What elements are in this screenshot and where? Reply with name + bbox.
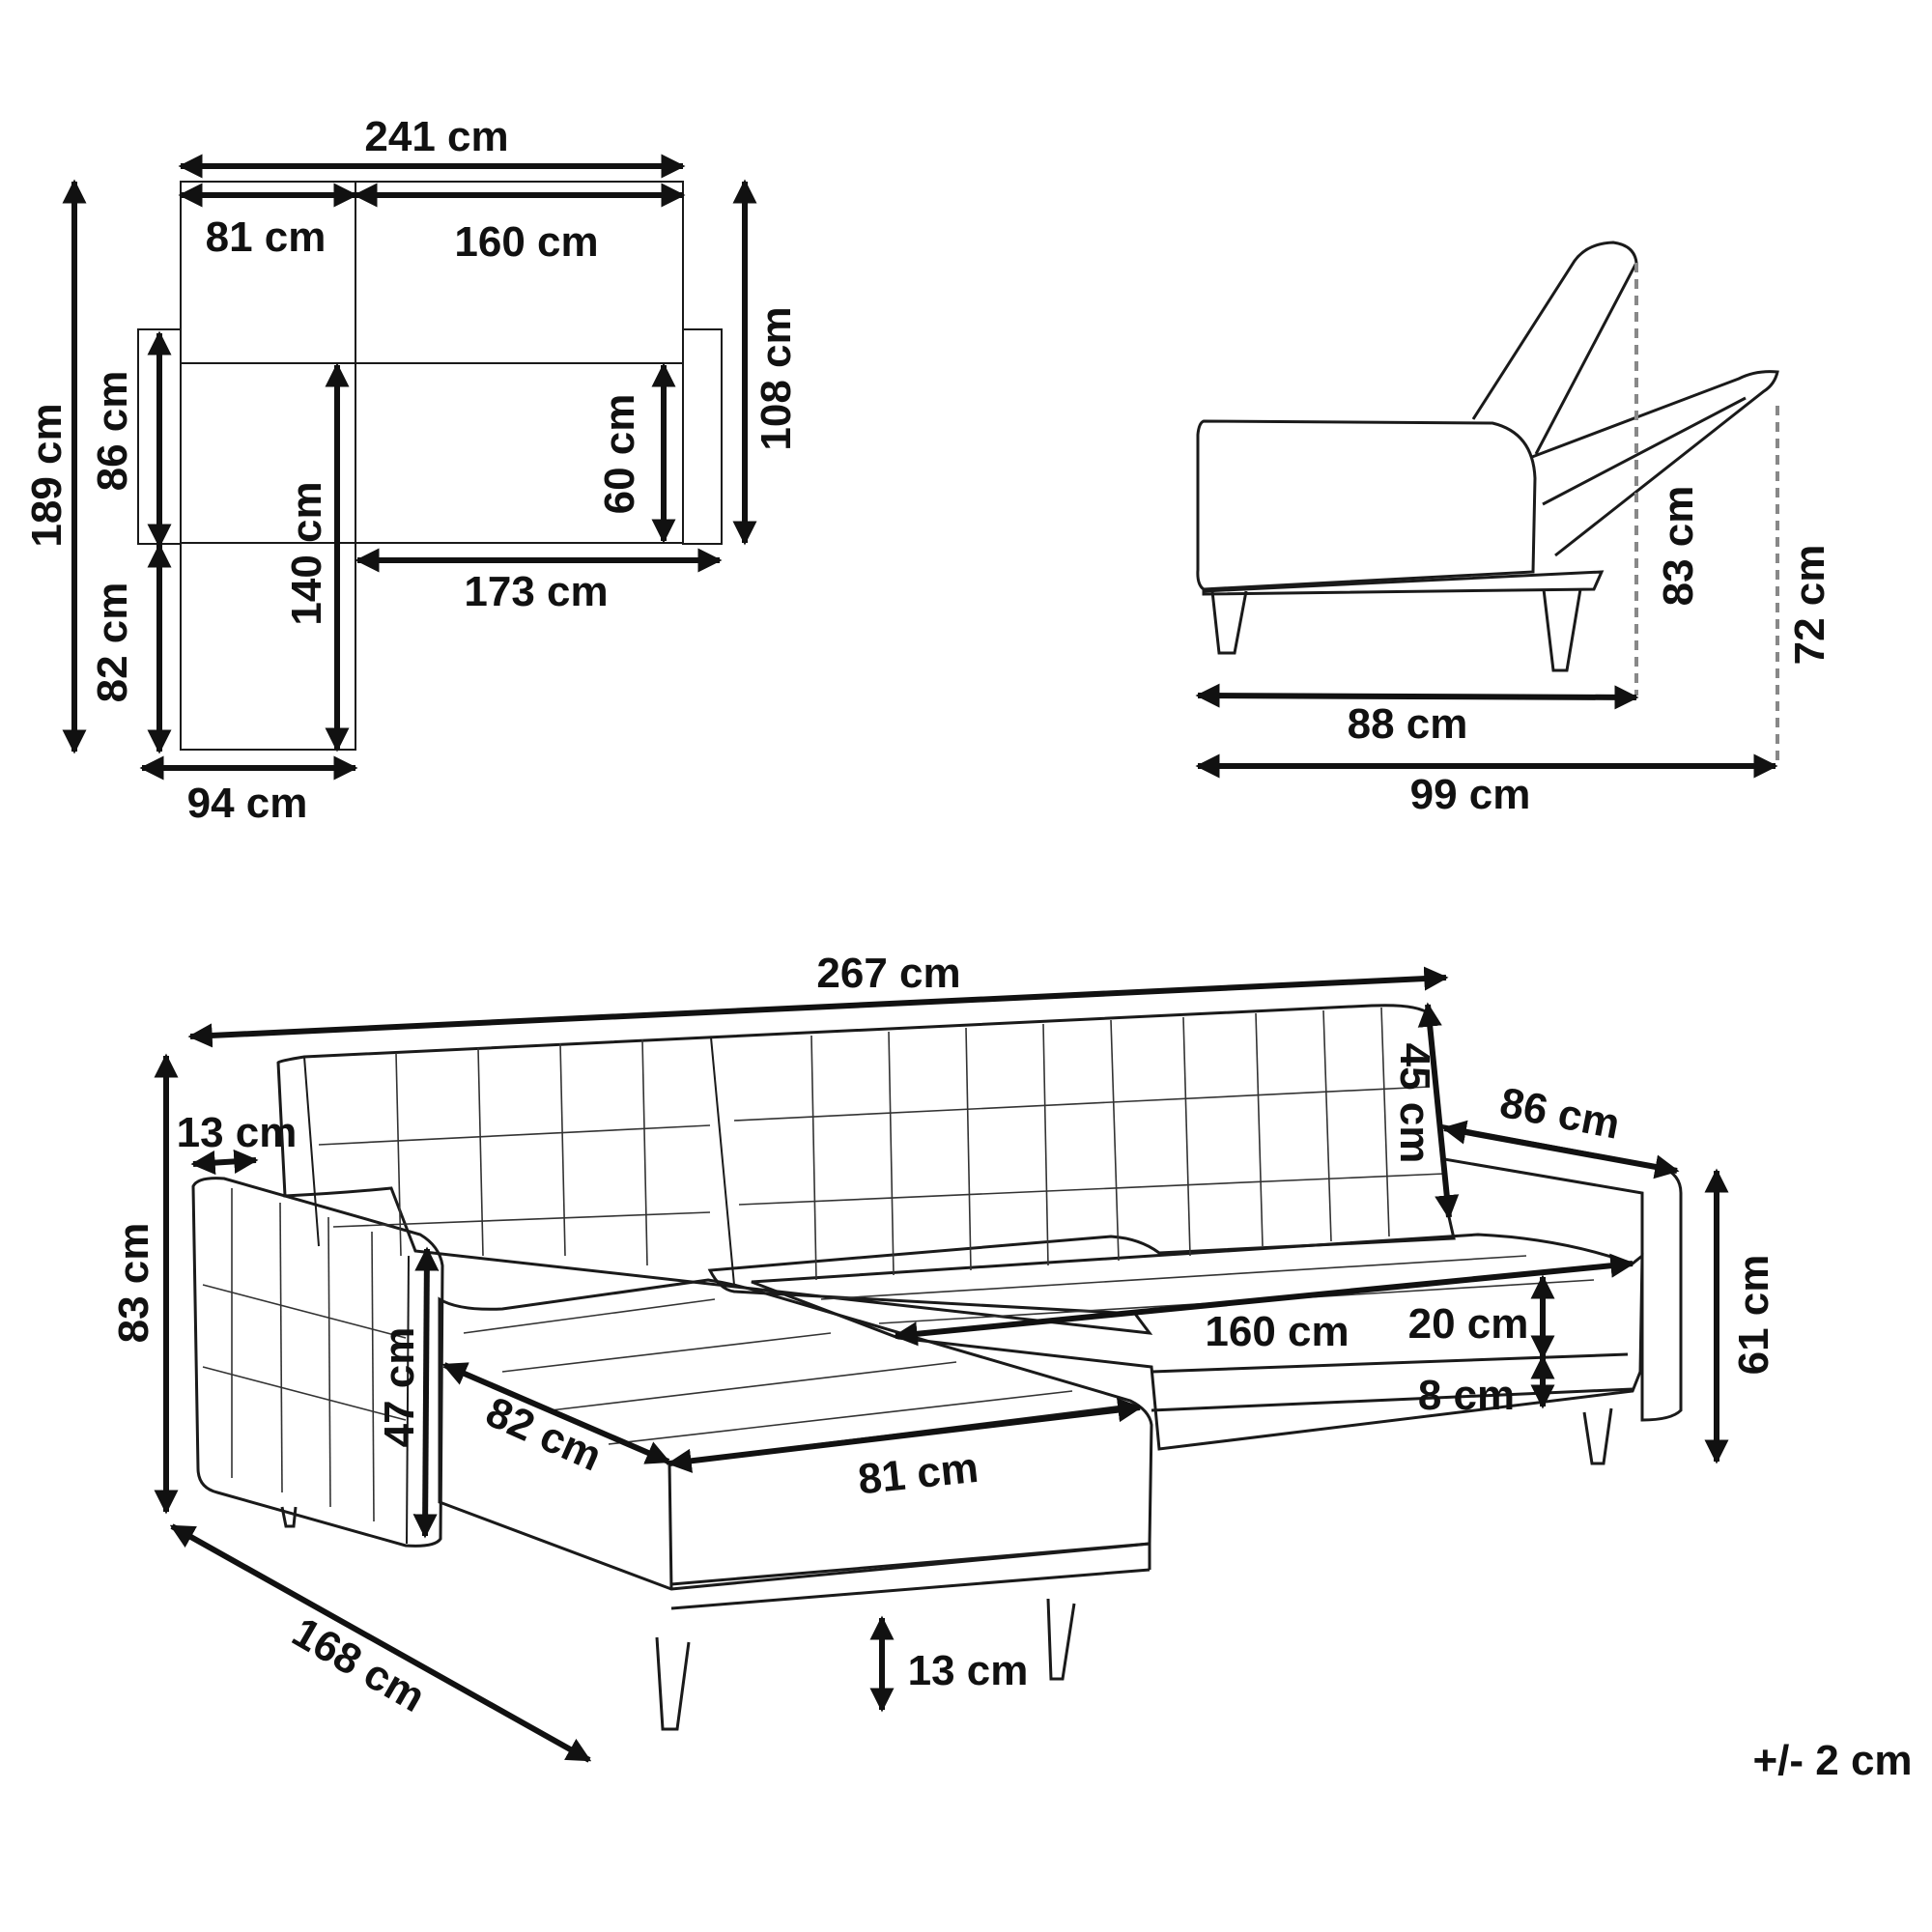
side-reclined-depth-label: 99 cm: [1410, 771, 1531, 818]
persp-back-height-label: 45 cm: [1391, 1043, 1438, 1164]
persp-total-length-arrow: [187, 966, 1449, 1048]
persp-total-height-label: 83 cm: [110, 1223, 157, 1344]
plan-chaise-front-label: 82 cm: [89, 582, 136, 703]
back-tufting: [318, 1007, 1445, 1281]
plan-chaise-width-top-label: 81 cm: [206, 213, 327, 261]
side-upright-depth-arrow: [1195, 683, 1639, 710]
persp-chaise-depth-label: 82 cm: [479, 1388, 609, 1481]
persp-arm-width-label: 13 cm: [177, 1109, 298, 1156]
plan-sofa-depth-label: 108 cm: [753, 306, 800, 450]
persp-total-depth-arrow: [169, 1523, 592, 1763]
persp-chaise-width-label: 81 cm: [856, 1444, 980, 1504]
plan-chaise-length-label: 140 cm: [283, 481, 330, 625]
persp-arm-height-arrow: [412, 1246, 440, 1539]
plan-total-depth-label: 189 cm: [23, 403, 71, 547]
side-reclined-height-label: 72 cm: [1786, 545, 1833, 666]
plan-chaise-width-label: 94 cm: [187, 780, 308, 827]
side-view: 88 cm 99 cm 83 cm 72 cm: [1195, 241, 1833, 818]
persp-base-height-label: 8 cm: [1418, 1372, 1515, 1419]
plan-view: 241 cm 81 cm 160 cm 189 cm 86 cm 82 cm 1…: [23, 113, 800, 827]
tolerance-note: +/- 2 cm: [1752, 1737, 1912, 1784]
persp-arm-height-label: 47 cm: [376, 1327, 423, 1448]
persp-seat-width-label: 160 cm: [1205, 1308, 1349, 1355]
persp-arm-width-arrow: [190, 1149, 259, 1176]
plan-seat-width-label: 173 cm: [464, 568, 608, 615]
persp-right-height-label: 61 cm: [1730, 1255, 1777, 1376]
persp-total-depth-label: 168 cm: [284, 1608, 433, 1721]
persp-leg-height-label: 13 cm: [908, 1647, 1029, 1694]
side-upright-height-label: 83 cm: [1655, 486, 1702, 607]
persp-back-height-arrow: [1417, 1002, 1460, 1220]
persp-chaise-width-arrow: [667, 1398, 1143, 1473]
persp-total-length-label: 267 cm: [816, 950, 960, 997]
persp-chaise-depth-arrow: [441, 1362, 671, 1464]
side-sofa-outline: [1196, 241, 1779, 672]
persp-cushion-height-label: 20 cm: [1408, 1300, 1529, 1348]
plan-arm-depth-label: 86 cm: [89, 371, 136, 492]
persp-right-depth-arrow: [1441, 1120, 1680, 1179]
persp-right-depth-label: 86 cm: [1496, 1079, 1624, 1149]
plan-total-width-label: 241 cm: [364, 113, 508, 160]
perspective-view: 267 cm 13 cm 45 cm 86 cm 83 cm 47 cm 160…: [110, 950, 1777, 1763]
plan-sofa-width-label: 160 cm: [454, 218, 598, 266]
persp-seat-width-arrow: [893, 1253, 1635, 1347]
side-upright-depth-label: 88 cm: [1348, 700, 1468, 748]
plan-seat-depth-label: 60 cm: [596, 394, 643, 515]
plan-outline: [137, 181, 723, 751]
